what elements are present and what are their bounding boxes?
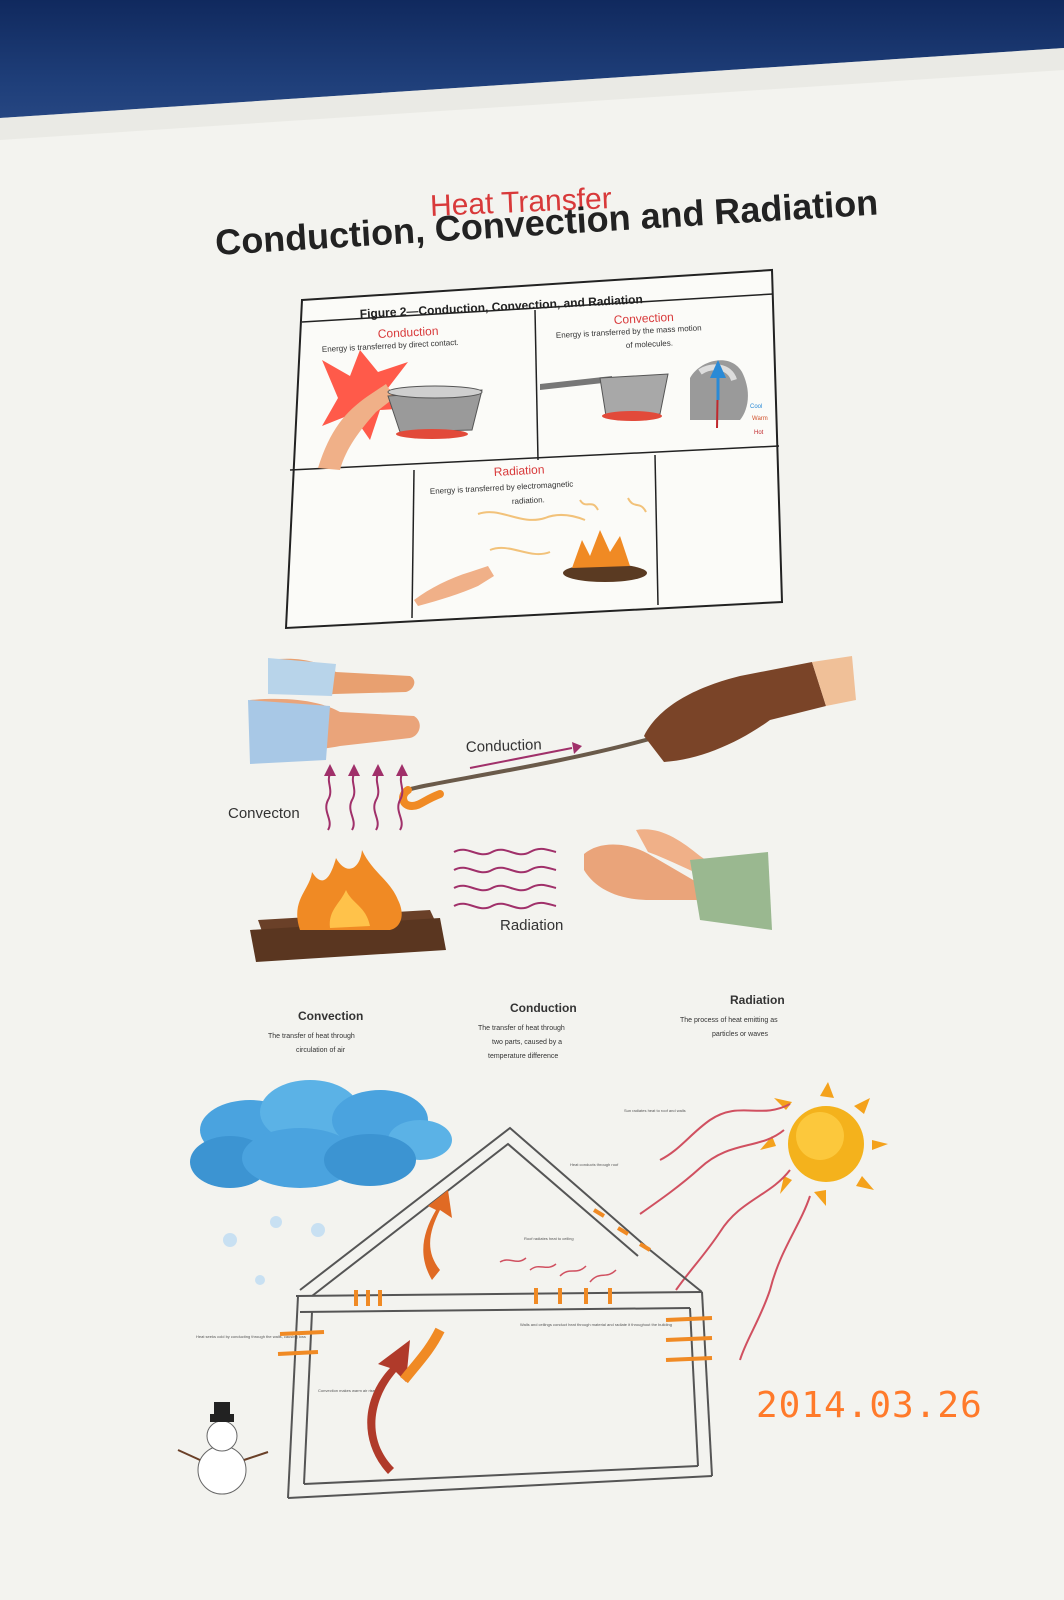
middle-labels: Conduction Convecton Radiation — [228, 736, 563, 934]
def-convection-heading: Convection — [298, 1009, 363, 1023]
paper-shadow — [0, 48, 1064, 140]
sun-icon — [639, 1082, 888, 1361]
def-convection-line1: The transfer of heat through — [268, 1033, 355, 1040]
house-diagram — [287, 1126, 713, 1499]
convection-panel-illustration — [540, 360, 748, 429]
note-roof-radiates: Roof radiates heat to ceiling — [524, 1236, 574, 1241]
note-convection-warm-air: Convection makes warm air rise — [318, 1388, 376, 1393]
house-notes: Sun radiates heat to roof and walls Heat… — [196, 1108, 686, 1393]
note-heat-conducts-roof: Heat conducts through roof — [570, 1162, 619, 1167]
note-walls-ceilings: Walls and ceilings conduct heat through … — [520, 1322, 672, 1327]
def-conduction-heading: Conduction — [510, 1001, 577, 1015]
conduction-panel-illustration — [318, 350, 483, 470]
warm-label-text: Warm — [752, 416, 768, 422]
note-sun-radiates: Sun radiates heat to roof and walls — [624, 1108, 686, 1113]
note-heat-seeks-cold: Heat seeks cold by conducting through th… — [196, 1334, 306, 1339]
middle-radiation-label: Radiation — [500, 917, 563, 934]
middle-illustration — [248, 656, 856, 962]
photo-date-stamp: 2014.03.26 — [756, 1385, 983, 1426]
def-radiation-line1: The process of heat emitting as — [680, 1017, 778, 1024]
def-conduction-line2: two parts, caused by a — [492, 1039, 562, 1046]
cloud-icon — [190, 1080, 452, 1285]
def-conduction-line3: temperature difference — [488, 1053, 558, 1060]
conduction-heading: Conduction — [377, 324, 438, 341]
cool-label: Cool — [750, 404, 762, 410]
snowman-icon — [177, 1402, 269, 1495]
middle-conduction-label: Conduction — [466, 736, 542, 756]
hot-label: Hot — [754, 430, 764, 436]
figure-box — [284, 268, 784, 630]
paper-sheet — [0, 48, 1064, 1600]
radiation-panel-illustration — [414, 497, 647, 606]
definition-labels: Convection The transfer of heat through … — [268, 993, 785, 1060]
def-radiation-line2: particles or waves — [712, 1031, 769, 1038]
convection-heading: Convection — [613, 310, 674, 327]
radiation-desc-line2: radiation. — [512, 495, 545, 506]
radiation-heading: Radiation — [493, 462, 544, 479]
house-heat-arrows — [277, 1190, 713, 1474]
def-radiation-heading: Radiation — [730, 993, 785, 1007]
convection-desc-line2: of molecules. — [626, 339, 674, 350]
def-conduction-line1: The transfer of heat through — [478, 1025, 565, 1032]
middle-convection-label: Convecton — [228, 805, 300, 822]
def-convection-line2: circulation of air — [296, 1047, 346, 1054]
